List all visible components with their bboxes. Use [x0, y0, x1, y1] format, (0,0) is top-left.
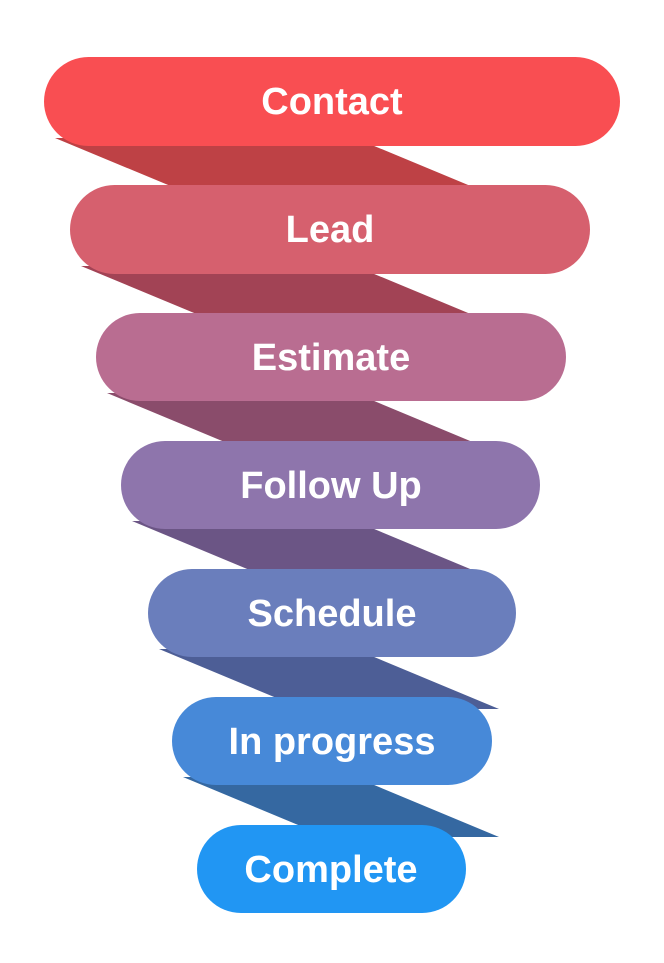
connector-lead-to-estimate: [81, 266, 497, 325]
stage-inprogress: In progress: [172, 697, 492, 785]
stage-pill-estimate: [96, 313, 566, 401]
stage-lead: Lead: [70, 185, 590, 274]
stage-pill-contact: [44, 57, 620, 146]
stage-pill-lead: [70, 185, 590, 274]
stage-label-contact: Contact: [261, 81, 403, 123]
stage-label-inprogress: In progress: [229, 721, 436, 763]
stage-label-estimate: Estimate: [252, 337, 410, 379]
stage-pill-complete: [197, 825, 466, 913]
stage-pill-inprogress: [172, 697, 492, 785]
connector-schedule-to-inprogress: [159, 649, 499, 709]
connector-followup-to-schedule: [132, 521, 499, 581]
connector-estimate-to-followup: [107, 393, 499, 453]
funnel-stages: Contact Lead Estimate Follow Up Schedule: [44, 57, 620, 913]
stage-label-followup: Follow Up: [240, 465, 422, 507]
stage-label-complete: Complete: [244, 849, 417, 891]
stage-label-schedule: Schedule: [248, 593, 417, 635]
stage-schedule: Schedule: [148, 569, 516, 657]
stage-estimate: Estimate: [96, 313, 566, 401]
connector-contact-to-lead: [55, 138, 497, 197]
stage-pill-schedule: [148, 569, 516, 657]
stage-followup: Follow Up: [121, 441, 540, 529]
stage-complete: Complete: [197, 825, 466, 913]
stage-pill-followup: [121, 441, 540, 529]
funnel-connectors: [55, 138, 499, 837]
connector-inprogress-to-complete: [183, 777, 499, 837]
stage-label-lead: Lead: [286, 209, 375, 251]
stage-contact: Contact: [44, 57, 620, 146]
